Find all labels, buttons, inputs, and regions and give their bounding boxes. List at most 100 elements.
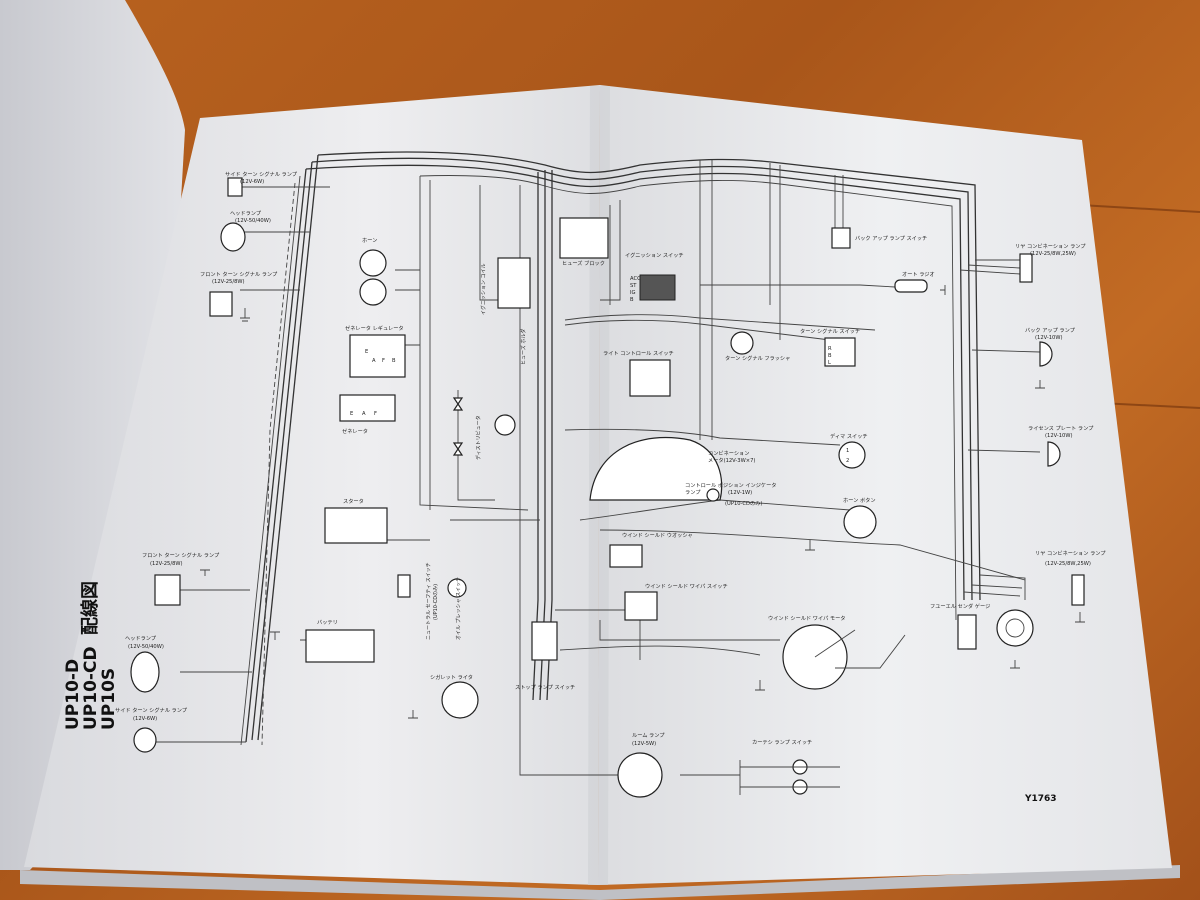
battery-box: [305, 629, 375, 663]
stop-switch-box: [531, 621, 558, 661]
component-labels: サイド ターン シグナル ランプ (12V-6W) ヘッドランプ (12V-50…: [115, 170, 1106, 747]
spec-position-lamp: (12V-1W): [728, 490, 752, 496]
label-generator: ゼネレータ: [342, 427, 368, 435]
cigarette-lighter: [441, 681, 479, 719]
valve-symbol: [452, 442, 464, 456]
side-turn-lamp-top: [227, 177, 243, 197]
label-front-turn-bottom: フロント ターン シグナル ランプ: [142, 551, 220, 559]
headlamp-top: [220, 222, 246, 252]
label-oil-switch: オイル プレッシャ スイッチ: [456, 577, 462, 640]
spec-rear-combo-top: (12V-25/8W,25W): [1030, 251, 1076, 257]
fuel-sender: [957, 614, 977, 650]
license-lamp: [1047, 441, 1061, 467]
label-light-switch: ライト コントロール スイッチ: [603, 350, 674, 357]
backup-lamp: [1039, 341, 1053, 367]
label-ignition-switch: イグニッション スイッチ: [625, 251, 684, 259]
rear-combo-lamp-top: [1019, 253, 1033, 283]
label-starter: スタータ: [343, 497, 364, 505]
spec-headlamp-top: (12V-50/40W): [235, 218, 271, 224]
label-distributor: ディストリビュータ: [475, 415, 482, 460]
washer-box: [609, 544, 643, 568]
horn-button: [843, 505, 877, 539]
ign-terminal-acc: ACC: [630, 276, 641, 282]
label-battery: バッテリ: [317, 619, 338, 626]
fuse-block-box: [559, 217, 609, 259]
label-wiper-motor: ウインド シールド ワイパ モータ: [768, 614, 845, 622]
label-backup-lamp: バック アップ ランプ: [1025, 327, 1076, 334]
note-position-lamp: (UP10-CDのみ): [725, 500, 762, 507]
label-position-lamp: コントロール ポジション インジケータ: [685, 481, 777, 489]
page-title: UP10-D UP10-CD UP10S 配線図: [63, 581, 119, 730]
horn-1: [359, 249, 387, 277]
title-model-2: UP10-CD: [81, 646, 101, 730]
wiring-diagram: [130, 151, 1085, 798]
front-turn-lamp-bottom: [154, 574, 181, 606]
label-side-turn-bottom: サイド ターン シグナル ランプ: [115, 706, 188, 714]
label-meter: コンビネーション: [708, 449, 749, 457]
spec-rear-combo-bottom: (12V-25/8W,25W): [1045, 561, 1091, 567]
room-lamp: [617, 752, 663, 798]
label-headlamp-bottom: ヘッドランプ: [125, 635, 157, 642]
label-turn-switch: ターン シグナル スイッチ: [800, 327, 860, 335]
label-rear-combo-bottom: リヤ コンビネーション ランプ: [1035, 549, 1106, 557]
title-heading: 配線図: [79, 581, 101, 635]
label-side-turn-top: サイド ターン シグナル ランプ: [225, 170, 298, 178]
spec-front-turn-top: (12V-25/8W): [212, 279, 245, 285]
ign-terminal-st: ST: [630, 283, 637, 289]
horn-2: [359, 278, 387, 306]
label-regulator: ゼネレータ レギュレータ: [345, 324, 404, 332]
label-auto-radio: オート ラジオ: [902, 271, 935, 278]
label-license-lamp: ライセンス プレート ランプ: [1028, 425, 1094, 432]
spec-room-lamp: (12V-5W): [632, 741, 656, 747]
ignition-switch-box: [639, 274, 676, 301]
spec-front-turn-bottom: (12V-25/8W): [150, 561, 183, 567]
dimmer-terminal-1: 1: [846, 448, 849, 454]
front-turn-lamp-top: [209, 291, 233, 317]
spec-headlamp-bottom: (12V-50/40W): [128, 644, 164, 650]
label-rear-combo-top: リヤ コンビネーション ランプ: [1015, 242, 1086, 250]
label-turn-flasher: ターン シグナル フラッシャ: [725, 354, 790, 362]
spec-license-lamp: (12V-10W): [1045, 433, 1073, 439]
fuel-gauge: [996, 609, 1034, 647]
label-fuse-block: ヒューズ ブロック: [562, 259, 605, 267]
turn-terminal-b: B: [828, 353, 832, 359]
ign-terminal-b: B: [630, 297, 634, 303]
wiper-switch-box: [624, 591, 658, 621]
label-dimmer: ディマ スイッチ: [830, 432, 868, 440]
label-ignition-coil: イグニッション コイル: [480, 264, 487, 316]
distributor: [494, 414, 516, 436]
figure-id: Y1763: [1024, 794, 1057, 804]
generator-terminal-e: E: [350, 411, 353, 417]
label-fuel-gauge: フユーエル センダ ゲージ: [930, 602, 990, 610]
label-horn: ホーン: [362, 237, 377, 244]
label-fuse-holder: ヒューズ ホルダ: [520, 329, 527, 365]
ign-terminal-ig: IG: [630, 290, 636, 296]
meter-cluster: [589, 436, 723, 501]
turn-terminal-l: L: [828, 360, 831, 366]
side-turn-lamp-bottom: [133, 727, 157, 753]
light-switch-box: [629, 359, 671, 397]
label-backup-switch: バック アップ ランプ スイッチ: [855, 235, 927, 242]
title-model-1: UP10-D: [63, 659, 83, 730]
regulator-terminal-f: F: [382, 358, 385, 364]
spec-side-turn-top: (12V-6W): [240, 179, 264, 185]
table-seam: [1079, 204, 1200, 213]
auto-radio: [894, 279, 928, 293]
label-headlamp-top: ヘッドランプ: [230, 210, 262, 217]
backup-switch-box: [831, 227, 851, 249]
turn-switch-box: [824, 337, 856, 367]
note-neutral-switch: (UP10-CDのみ): [433, 584, 439, 620]
regulator-box: [349, 334, 406, 378]
label-front-turn-top: フロント ターン シグナル ランプ: [200, 270, 278, 278]
turn-flasher: [730, 331, 754, 355]
title-model-3: UP10S: [99, 668, 119, 730]
label-neutral-switch: ニュートラル セーフティ スイッチ: [426, 562, 432, 640]
generator-terminal-a: A: [362, 411, 366, 417]
regulator-terminal-e: E: [365, 349, 368, 355]
spec-side-turn-bottom: (12V-6W): [133, 716, 157, 722]
dimmer-terminal-2: 2: [846, 458, 849, 464]
label-cigarette-lighter: シガレット ライタ: [430, 673, 473, 681]
ignition-coil-box: [497, 257, 531, 309]
neutral-switch: [397, 574, 411, 598]
